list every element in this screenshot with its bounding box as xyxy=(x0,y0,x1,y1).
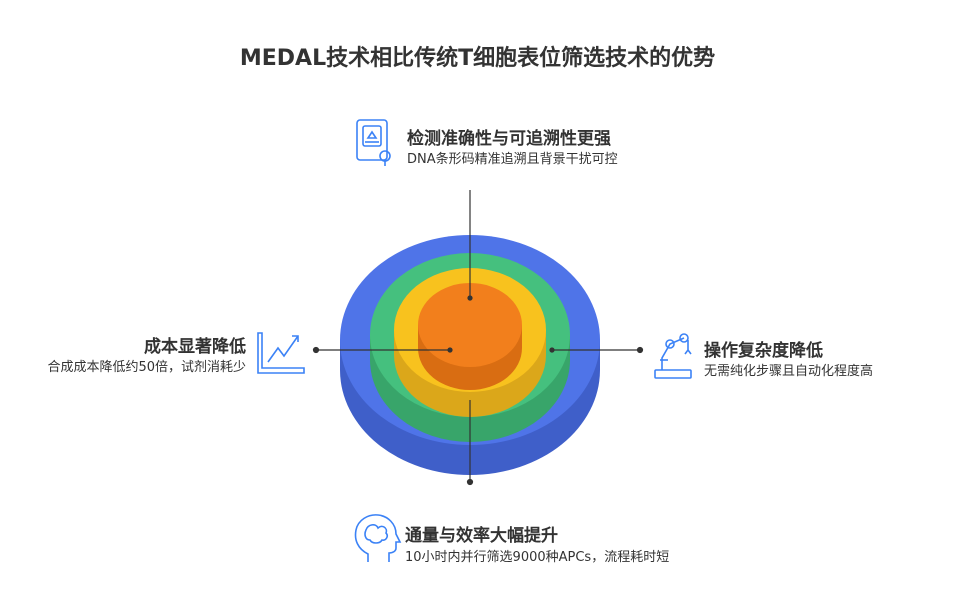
item-desc-accuracy: DNA条形码精准追溯且背景干扰可控 xyxy=(407,152,618,167)
document-barcode-icon xyxy=(356,119,391,166)
item-heading-complexity: 操作复杂度降低 xyxy=(704,341,823,361)
chart-trend-icon xyxy=(257,332,305,374)
orange-layer xyxy=(418,283,522,390)
item-heading-accuracy: 检测准确性与可追溯性更强 xyxy=(407,129,611,149)
item-heading-cost: 成本显著降低 xyxy=(144,337,246,357)
connector-lines xyxy=(312,190,644,486)
page-title: MEDAL技术相比传统T细胞表位筛选技术的优势 xyxy=(239,46,716,71)
item-desc-cost: 合成成本降低约50倍，试剂消耗少 xyxy=(47,360,246,375)
item-desc-throughput: 10小时内并行筛选9000种APCs，流程耗时短 xyxy=(405,550,670,565)
brain-head-icon xyxy=(354,514,402,562)
item-heading-throughput: 通量与效率大幅提升 xyxy=(405,526,558,546)
item-desc-complexity: 无需纯化步骤且自动化程度高 xyxy=(704,364,874,379)
robot-arm-icon xyxy=(654,333,692,379)
